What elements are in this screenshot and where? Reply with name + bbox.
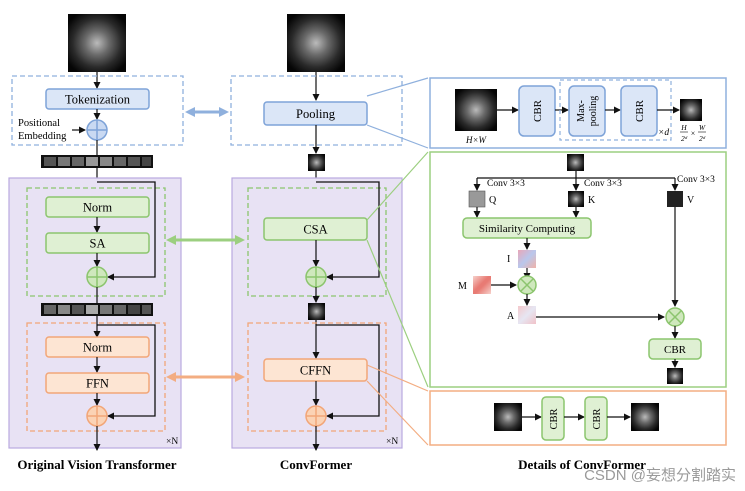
vit-norm1-label: Norm bbox=[83, 201, 112, 215]
pooling-detail-cbr2-block bbox=[620, 85, 658, 137]
vit-repeat-label: ×N bbox=[166, 437, 178, 447]
pooling-detail-cbr2-label: CBR bbox=[634, 99, 646, 122]
m-label: M bbox=[458, 281, 467, 292]
cffn-detail-cbr1-block bbox=[541, 396, 565, 441]
convformer-feature-map-1 bbox=[308, 154, 325, 171]
pooling-label: Pooling bbox=[296, 107, 336, 121]
similarity-computing-label: Similarity Computing bbox=[479, 223, 576, 235]
vit-sa-label: SA bbox=[90, 237, 106, 251]
pooling-detail-maxpool-label-2: pooling bbox=[588, 96, 599, 127]
i-label: I bbox=[507, 254, 510, 265]
q-label: Q bbox=[489, 195, 497, 206]
tokenization-label: Tokenization bbox=[65, 93, 131, 107]
attention-map-a bbox=[518, 306, 536, 324]
k-feature-map bbox=[568, 191, 584, 207]
pooling-detail-out-w-den: 2ᵈ bbox=[699, 134, 706, 143]
cffn-detail-cbr1-label: CBR bbox=[549, 408, 560, 429]
convformer-repeat-label: ×N bbox=[386, 437, 398, 447]
vit-token-strip-2 bbox=[41, 303, 153, 316]
csa-detail-cbr-label: CBR bbox=[664, 344, 687, 356]
v-feature-map bbox=[667, 191, 683, 207]
k-label: K bbox=[588, 195, 596, 206]
cffn-detail-cbr2-label: CBR bbox=[592, 408, 603, 429]
vit-attention-region bbox=[26, 187, 166, 297]
convformer-column: Pooling CSA CFFN ×N ConvFormer bbox=[230, 14, 403, 472]
conv-q-label: Conv 3×3 bbox=[487, 179, 525, 189]
pooling-detail-cbr-block bbox=[518, 85, 556, 137]
vit-norm2-label: Norm bbox=[83, 341, 112, 355]
convformer-cffn-region bbox=[247, 322, 387, 432]
cffn-detail-cbr2-block bbox=[584, 396, 608, 441]
pooling-detail-maxpool-block bbox=[568, 85, 606, 137]
a-label: A bbox=[507, 311, 515, 322]
convformer-input-image bbox=[287, 14, 345, 72]
pooling-detail-times: × bbox=[691, 129, 696, 138]
similarity-map-i bbox=[518, 250, 536, 268]
q-feature-map bbox=[468, 190, 486, 208]
convformer-caption: ConvFormer bbox=[280, 457, 352, 472]
csa-detail-panel: Conv 3×3 Conv 3×3 Conv 3×3 Q K V Similar… bbox=[429, 151, 727, 388]
vit-token-strip-1 bbox=[41, 155, 153, 168]
vit-input-image bbox=[68, 14, 126, 72]
pooling-detail-panel: H×W CBR Max- pooling CBR ×d H 2ᵈ × W 2ᵈ bbox=[429, 77, 727, 149]
watermark: CSDN @妄想分割踏实 bbox=[584, 467, 736, 484]
pooling-detail-out-h: H bbox=[680, 123, 687, 132]
cffn-detail-panel: CBR CBR bbox=[429, 390, 727, 446]
vit-caption: Original Vision Transformer bbox=[17, 457, 176, 472]
pooling-detail-out-h-den: 2ᵈ bbox=[681, 134, 688, 143]
csa-label: CSA bbox=[303, 223, 327, 237]
conv-k-label: Conv 3×3 bbox=[584, 179, 622, 189]
cffn-label: CFFN bbox=[300, 364, 331, 378]
pooling-detail-repeat-label: ×d bbox=[658, 128, 669, 138]
mask-map-m bbox=[473, 276, 491, 294]
convformer-feature-map-2 bbox=[308, 303, 325, 320]
pooling-detail-cbr-label: CBR bbox=[532, 99, 544, 122]
details-caption: Details of ConvFormer bbox=[518, 457, 646, 472]
v-label: V bbox=[687, 195, 695, 206]
csa-detail-output-image bbox=[667, 368, 683, 384]
pooling-detail-output-image bbox=[680, 99, 702, 121]
vit-ffn-label: FFN bbox=[86, 377, 109, 391]
pooling-detail-maxpool-label-1: Max- bbox=[576, 100, 587, 122]
vit-column: Tokenization Positional Embedding Norm S… bbox=[8, 14, 184, 472]
cffn-detail-output-image bbox=[631, 403, 659, 431]
pooling-detail-input-size: H×W bbox=[465, 135, 488, 145]
positional-embedding-label-1: Positional bbox=[18, 118, 60, 129]
pooling-detail-input-image bbox=[455, 89, 497, 131]
vit-ffn-region bbox=[26, 322, 166, 432]
csa-detail-input-image bbox=[567, 154, 584, 171]
positional-embedding-label-2: Embedding bbox=[18, 131, 67, 142]
pooling-detail-out-w: W bbox=[699, 123, 706, 132]
cffn-detail-input-image bbox=[494, 403, 522, 431]
conv-v-label: Conv 3×3 bbox=[677, 175, 715, 185]
